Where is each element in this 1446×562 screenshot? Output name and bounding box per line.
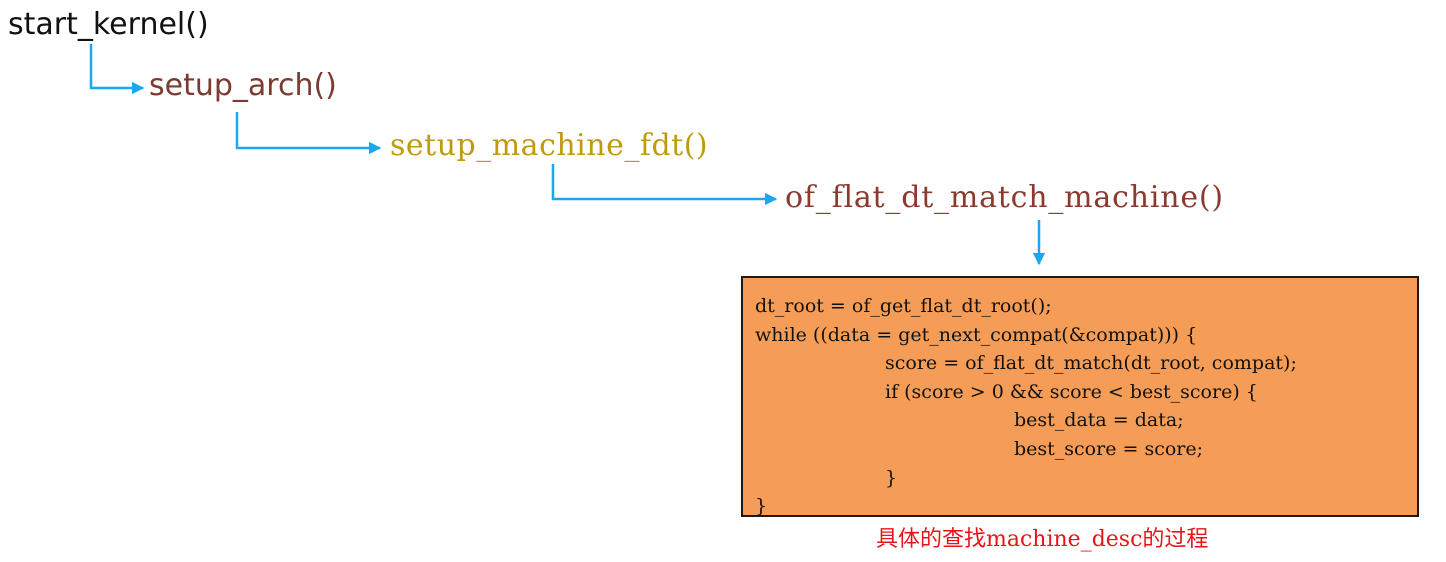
node-setup-arch: setup_arch() <box>149 68 337 103</box>
code-line: if (score > 0 && score < best_score) { <box>885 380 1258 403</box>
code-line: best_score = score; <box>1014 437 1204 460</box>
code-line: while ((data = get_next_compat(&compat))… <box>755 323 1198 346</box>
code-line: } <box>755 495 768 518</box>
code-line: score = of_flat_dt_match(dt_root, compat… <box>885 352 1297 375</box>
caption: 具体的查找machine_desc的过程 <box>876 527 1209 552</box>
node-setup-machine-fdt: setup_machine_fdt() <box>390 128 709 163</box>
node-start-kernel: start_kernel() <box>8 7 209 42</box>
code-line: dt_root = of_get_flat_dt_root(); <box>755 295 1052 317</box>
code-line: best_data = data; <box>1014 409 1184 432</box>
arrow-setup-arch-to-setup-machine-fdt <box>235 112 382 155</box>
arrow-start-to-setup-arch <box>89 44 145 95</box>
node-of-flat-dt-match-machine: of_flat_dt_match_machine() <box>785 180 1224 215</box>
code-box: dt_root = of_get_flat_dt_root(); while (… <box>741 276 1419 517</box>
code-line: } <box>885 466 898 489</box>
arrow-setup-machine-fdt-to-of-flat <box>551 164 778 206</box>
